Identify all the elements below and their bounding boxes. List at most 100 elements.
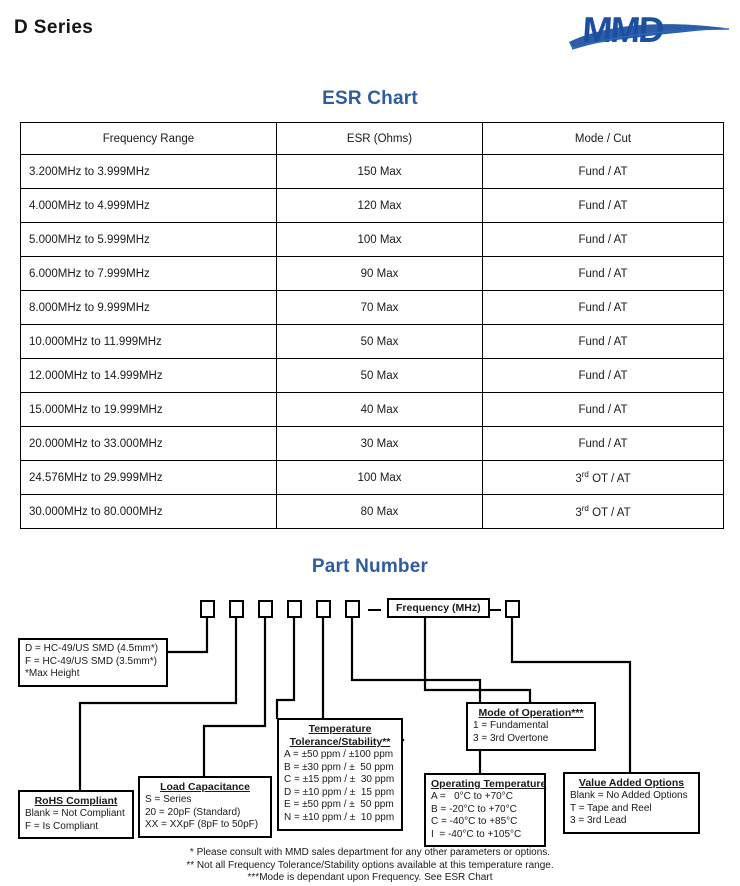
callout-package-line-1: F = HC-49/US SMD (3.5mm*) (25, 655, 157, 667)
esr-cell-mode-cut: Fund / AT (482, 426, 724, 461)
esr-cell-frequency-range: 10.000MHz to 11.999MHz (20, 324, 277, 359)
callout-load-capacitance-line-0: S = Series (145, 794, 192, 805)
esr-cell-mode-cut: Fund / AT (482, 358, 724, 393)
callout-mode-of-operation-line-1: 3 = 3rd Overtone (473, 732, 549, 744)
callout-temperature-tolerance-line-5: N = ±10 ppm / ± 10 ppm (284, 811, 395, 823)
callout-rohs-line-0: Blank = Not Compliant (25, 808, 125, 819)
esr-cell-mode-cut: Fund / AT (482, 290, 724, 325)
esr-cell-frequency-range: 12.000MHz to 14.999MHz (20, 358, 277, 393)
callout-package: D = HC-49/US SMD (4.5mm*) F = HC-49/US S… (18, 638, 168, 687)
esr-cell-mode-cut: Fund / AT (482, 256, 724, 291)
callout-temperature-tolerance-title-2: Tolerance/Stability** (289, 736, 391, 748)
footnote-3: ***Mode is dependant upon Frequency. See… (247, 872, 493, 884)
callout-package-line-2: *Max Height (25, 668, 80, 679)
callout-operating-temperature-line-3: I = -40°C to +105°C (431, 828, 522, 840)
callout-temperature-tolerance: Temperature Tolerance/Stability** A = ±5… (277, 718, 403, 831)
callout-rohs: RoHS Compliant Blank = Not Compliant F =… (18, 790, 134, 840)
footnote-1: * Please consult with MMD sales departme… (189, 847, 551, 858)
esr-cell-esr: 100 Max (276, 222, 483, 257)
esr-cell-esr: 40 Max (276, 392, 483, 427)
esr-cell-esr: 50 Max (276, 358, 483, 393)
esr-column-header: Mode / Cut (482, 122, 724, 155)
esr-cell-frequency-range: 6.000MHz to 7.999MHz (20, 256, 277, 291)
pn-slot-7[interactable] (505, 600, 520, 618)
esr-cell-esr: 30 Max (276, 426, 483, 461)
pn-dash-1 (368, 609, 381, 611)
esr-cell-esr: 100 Max (276, 460, 483, 495)
esr-cell-frequency-range: 24.576MHz to 29.999MHz (20, 460, 277, 495)
mmd-logo: MMD (566, 8, 731, 54)
callout-load-capacitance: Load Capacitance S = Series 20 = 20pF (S… (138, 776, 272, 838)
callout-mode-of-operation: Mode of Operation*** 1 = Fundamental 3 =… (466, 702, 596, 752)
callout-rohs-line-1: F = Is Compliant (25, 820, 99, 832)
footnote-2: ** Not all Frequency Tolerance/Stability… (186, 859, 554, 871)
pn-dash-2 (488, 609, 501, 611)
esr-cell-esr: 90 Max (276, 256, 483, 291)
pn-slot-3[interactable] (258, 600, 273, 618)
esr-cell-mode-cut: 3rd OT / AT (482, 494, 724, 529)
esr-cell-frequency-range: 8.000MHz to 9.999MHz (20, 290, 277, 325)
esr-cell-frequency-range: 4.000MHz to 4.999MHz (20, 188, 277, 223)
callout-operating-temperature-line-0: A = 0°C to +70°C (431, 791, 513, 802)
esr-cell-mode-cut: 3rd OT / AT (482, 460, 724, 495)
esr-cell-mode-cut: Fund / AT (482, 188, 724, 223)
callout-value-added-options-line-0: Blank = No Added Options (570, 790, 688, 801)
callout-mode-of-operation-line-0: 1 = Fundamental (473, 720, 549, 731)
esr-column-header: ESR (Ohms) (276, 122, 483, 155)
callout-operating-temperature-line-2: C = -40°C to +85°C (431, 816, 518, 828)
esr-cell-frequency-range: 3.200MHz to 3.999MHz (20, 154, 277, 189)
esr-cell-frequency-range: 20.000MHz to 33.000MHz (20, 426, 277, 461)
esr-cell-esr: 70 Max (276, 290, 483, 325)
callout-temperature-tolerance-line-4: E = ±50 ppm / ± 50 ppm (284, 799, 394, 811)
pn-slot-4[interactable] (287, 600, 302, 618)
part-number-title: Part Number (311, 556, 429, 577)
callout-package-line-0: D = HC-49/US SMD (4.5mm*) (25, 643, 159, 654)
callout-operating-temperature: Operating Temperature A = 0°C to +70°C B… (424, 773, 547, 848)
page-title: D Series (14, 17, 94, 38)
esr-cell-esr: 120 Max (276, 188, 483, 223)
esr-cell-mode-cut: Fund / AT (482, 154, 724, 189)
pn-slot-6[interactable] (345, 600, 360, 618)
esr-cell-esr: 150 Max (276, 154, 483, 189)
callout-load-capacitance-title: Load Capacitance (160, 781, 250, 793)
callout-temperature-tolerance-line-1: B = ±30 ppm / ± 50 ppm (284, 761, 394, 773)
esr-cell-esr: 50 Max (276, 324, 483, 359)
callout-load-capacitance-line-1: 20 = 20pF (Standard) (145, 806, 241, 818)
pn-slot-1[interactable] (200, 600, 215, 618)
callout-load-capacitance-line-2: XX = XXpF (8pF to 50pF) (145, 819, 259, 831)
callout-value-added-options-line-2: 3 = 3rd Lead (570, 815, 627, 827)
esr-column-header: Frequency Range (20, 122, 277, 155)
esr-cell-esr: 80 Max (276, 494, 483, 529)
callout-temperature-tolerance-line-0: A = ±50 ppm / ±100 ppm (284, 749, 394, 760)
callout-operating-temperature-title: Operating Temperature (431, 778, 547, 790)
callout-temperature-tolerance-title-1: Temperature (308, 723, 372, 735)
esr-cell-mode-cut: Fund / AT (482, 392, 724, 427)
mmd-logo-svg: MMD (569, 9, 730, 50)
esr-chart-title: ESR Chart (322, 88, 418, 109)
pn-slot-2[interactable] (229, 600, 244, 618)
callout-operating-temperature-line-1: B = -20°C to +70°C (431, 803, 517, 815)
footnotes: * Please consult with MMD sales departme… (0, 847, 740, 885)
callout-mode-of-operation-title: Mode of Operation*** (478, 707, 584, 719)
esr-cell-mode-cut: Fund / AT (482, 222, 724, 257)
esr-cell-frequency-range: 5.000MHz to 5.999MHz (20, 222, 277, 257)
esr-cell-frequency-range: 30.000MHz to 80.000MHz (20, 494, 277, 529)
pn-frequency-box[interactable]: Frequency (MHz) (387, 598, 490, 618)
callout-value-added-options: Value Added Options Blank = No Added Opt… (563, 772, 700, 834)
callout-value-added-options-line-1: T = Tape and Reel (570, 802, 652, 814)
pn-slot-5[interactable] (316, 600, 331, 618)
